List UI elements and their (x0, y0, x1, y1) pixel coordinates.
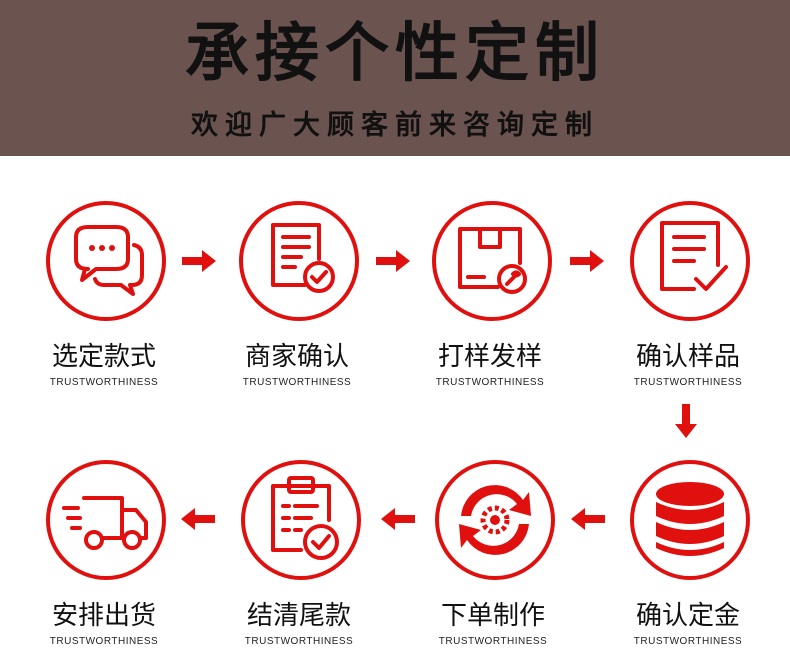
arrow-left-3 (181, 508, 215, 530)
gear-cycle-icon (459, 485, 531, 555)
arrow-down (675, 404, 697, 438)
arrow-down-icon (675, 404, 697, 438)
document-check-icon (271, 223, 335, 293)
arrow-left-icon (181, 508, 215, 530)
step-2-sub: TRUSTWORTHINESS (242, 377, 352, 388)
step-7-label: 结清尾款 (246, 601, 351, 631)
arrow-right-1 (182, 250, 216, 272)
step-4-label: 确认样品 (635, 342, 740, 372)
step-3-sub: TRUSTWORTHINESS (435, 377, 545, 388)
arrow-right-icon (182, 250, 216, 272)
arrow-right-icon (570, 250, 604, 272)
step-6-sub: TRUSTWORTHINESS (438, 636, 548, 647)
arrow-right-icon (376, 250, 410, 272)
step-6-circle (435, 460, 555, 580)
header-banner: 承接个性定制 欢迎广大顾客前来咨询定制 (0, 0, 790, 156)
step-7-circle (241, 460, 361, 580)
arrow-left-icon (571, 508, 605, 530)
arrow-left-2 (381, 508, 415, 530)
step-8-sub: TRUSTWORTHINESS (49, 636, 159, 647)
step-5-sub: TRUSTWORTHINESS (633, 636, 743, 647)
step-3-circle (432, 201, 552, 321)
arrow-right-3 (570, 250, 604, 272)
step-2-circle (239, 201, 359, 321)
arrow-right-2 (376, 250, 410, 272)
step-1-label: 选定款式 (51, 342, 156, 372)
delivery-truck-icon (62, 496, 148, 550)
database-icon (656, 482, 724, 556)
step-1-sub: TRUSTWORTHINESS (49, 377, 159, 388)
step-4-sub: TRUSTWORTHINESS (633, 377, 743, 388)
step-2-label: 商家确认 (244, 342, 349, 372)
arrow-left-icon (381, 508, 415, 530)
page-subtitle: 欢迎广大顾客前来咨询定制 (191, 110, 599, 141)
arrow-left-1 (571, 508, 605, 530)
step-5-label: 确认定金 (635, 601, 740, 631)
step-3-label: 打样发样 (437, 342, 542, 372)
page-title: 承接个性定制 (185, 17, 605, 91)
step-1-circle (46, 201, 166, 321)
step-5-circle (630, 460, 750, 580)
step-8-circle (46, 460, 166, 580)
document-checkmark-icon (660, 221, 728, 291)
chat-bubbles-icon (74, 225, 144, 296)
step-4-circle (630, 201, 750, 321)
step-7-sub: TRUSTWORTHINESS (244, 636, 354, 647)
package-wrench-icon (458, 227, 527, 294)
step-8-label: 安排出货 (51, 601, 156, 631)
clipboard-check-icon (271, 476, 339, 560)
step-6-label: 下单制作 (440, 601, 545, 631)
